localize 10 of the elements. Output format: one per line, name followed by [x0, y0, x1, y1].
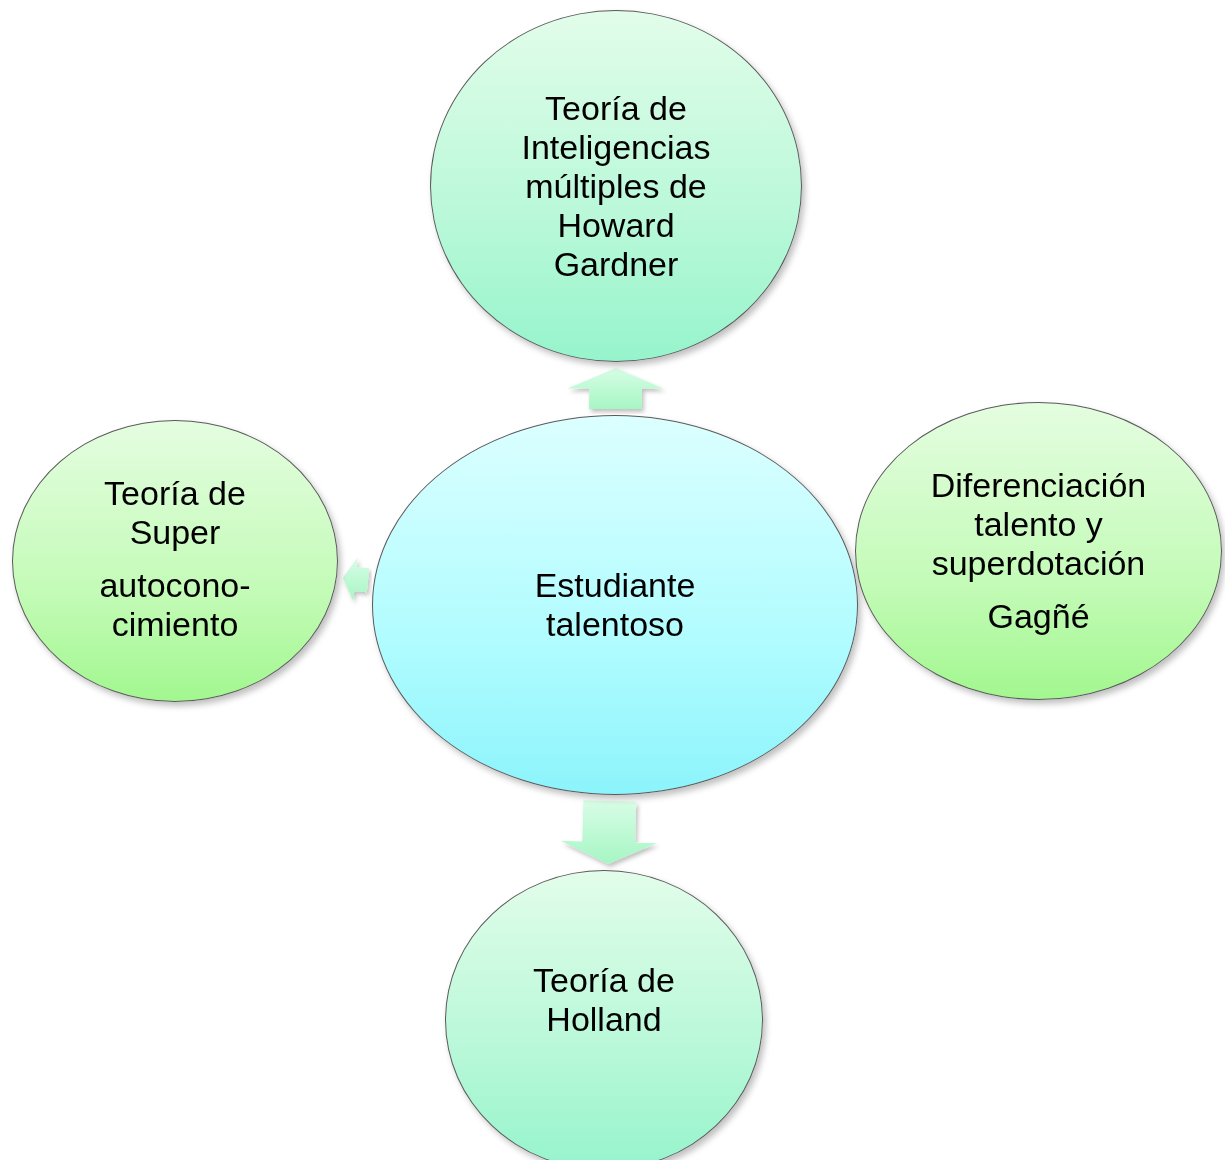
node-text: Teoría de Inteligencias múltiples de Howard Gardner: [520, 88, 712, 284]
node-text: Teoría de Holland: [532, 961, 676, 1039]
node-text: Teoría de Super: [103, 473, 247, 552]
node-text: Estudiante talentoso: [533, 566, 697, 644]
node-text: Diferenciación talento y superdotación: [929, 466, 1148, 583]
node-text: autocono- cimiento: [98, 565, 252, 644]
node-text: Gagñé: [987, 597, 1090, 636]
block-arrow: [342, 557, 370, 601]
block-arrow: [567, 368, 664, 410]
block-arrow: [560, 800, 657, 864]
